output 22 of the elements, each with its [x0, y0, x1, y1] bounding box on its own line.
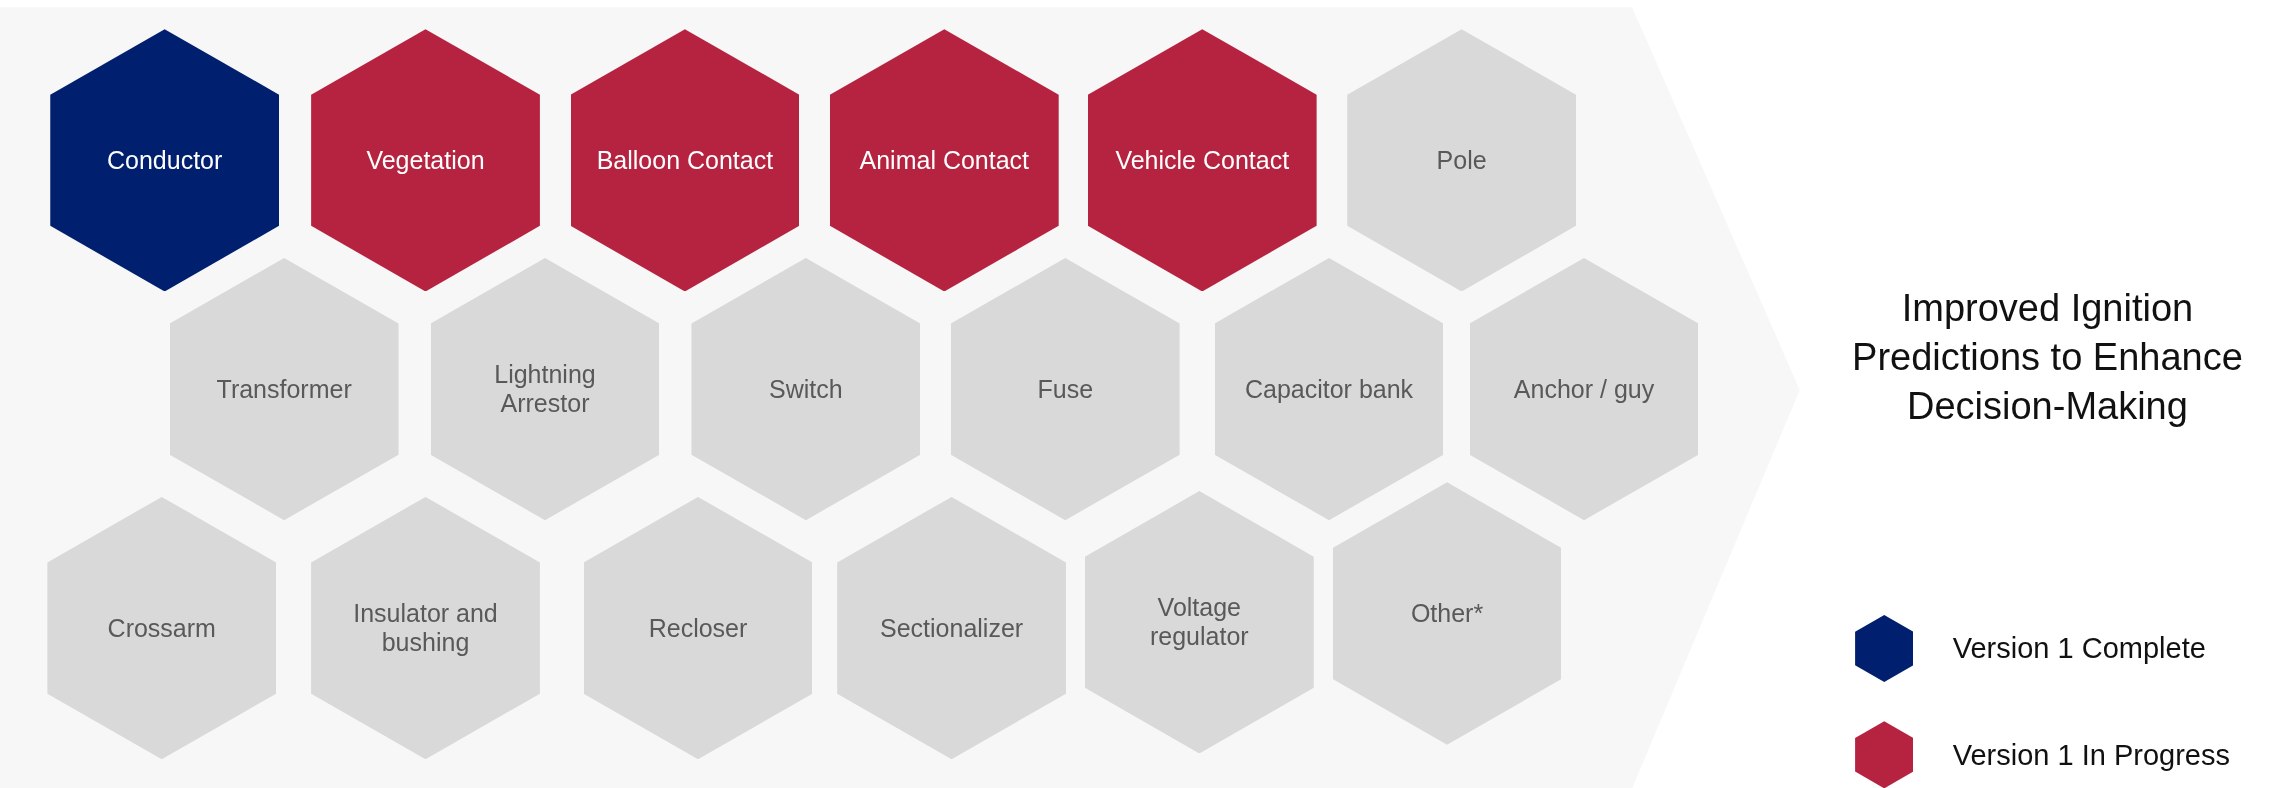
- hexagon-tile: Sectionalizer: [837, 496, 1066, 760]
- hexagon-tile: Conductor: [50, 29, 280, 292]
- legend-label: Version 1 Complete: [1952, 631, 2206, 666]
- hexagon-tile: Insulator and bushing: [311, 496, 540, 760]
- hexagon-tile: Switch: [691, 257, 921, 521]
- hexagon-tile: Transformer: [169, 257, 399, 521]
- hexagon-tile: Lightning Arrestor: [430, 257, 660, 521]
- hexagon-tile: Balloon Contact: [570, 29, 800, 292]
- hexagon-tile: Crossarm: [47, 496, 277, 760]
- hexagon-tile: Vehicle Contact: [1087, 29, 1317, 292]
- hexagon-tile: Fuse: [950, 257, 1180, 521]
- hexagon-tile: Recloser: [583, 496, 813, 760]
- outcome-text: Improved Ignition Predictions to Enhance Decision-Making: [1851, 286, 2244, 430]
- hexagon-tile: Capacitor bank: [1214, 257, 1444, 521]
- hexagon-tile: Voltage regulator: [1084, 491, 1314, 754]
- hexagon-tile: Anchor / guy: [1469, 257, 1699, 521]
- hexagon-tile: Pole: [1347, 29, 1576, 292]
- hexagon-tile: Other*: [1332, 482, 1562, 745]
- hexagon-tile: Vegetation: [311, 29, 540, 292]
- hexagon-tile: Animal Contact: [829, 29, 1059, 292]
- legend-label: Version 1 In Progress: [1952, 737, 2230, 772]
- chevron-band: [0, 7, 1800, 788]
